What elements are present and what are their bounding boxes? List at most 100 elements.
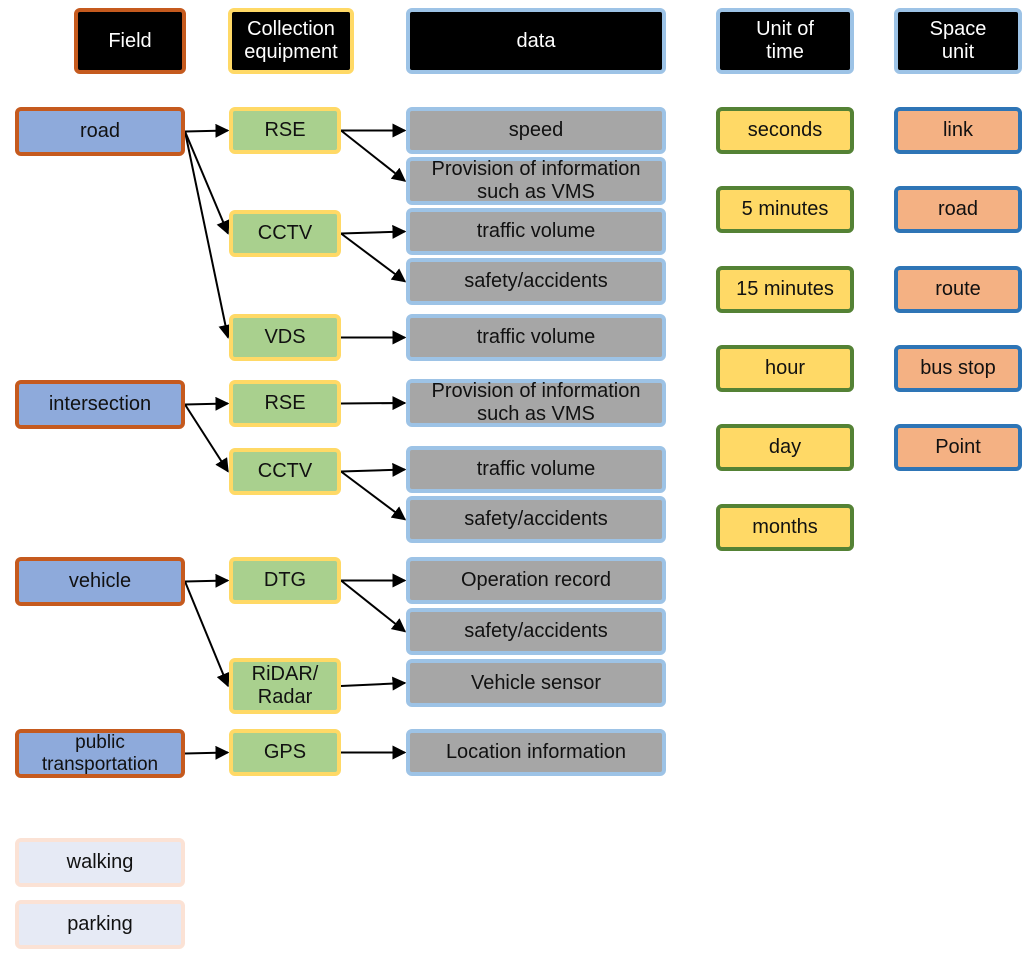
equipment-label: RSE [264,119,306,141]
field-label: public transportation [41,731,159,775]
field-label: intersection [48,393,152,415]
data-location-information: Location information [406,729,666,776]
data-traffic-volume: traffic volume [406,446,666,493]
space-unit-label: Point [935,436,981,458]
connector-arrow [184,131,233,339]
header-data-label: data [516,29,556,52]
equipment-label: CCTV [257,460,313,482]
field-parking: parking [15,900,185,949]
equipment-label: CCTV [257,222,313,244]
data-speed: speed [406,107,666,154]
header-time-label: Unit of time [756,18,814,63]
connector-arrow [340,676,407,691]
time-unit-months: months [716,504,854,551]
data-label: Location information [445,741,627,763]
header-field-label: Field [108,29,152,52]
field-public-transportation: public transportation [15,729,185,778]
equipment-label: VDS [264,326,306,348]
equipment-label: DTG [263,569,307,591]
time-unit-15-minutes: 15 minutes [716,266,854,313]
header-data: data [406,8,666,74]
connector-arrow [340,462,407,477]
equipment-cctv: CCTV [229,448,341,495]
time-unit-label: hour [764,357,806,379]
data-label: Vehicle sensor [470,671,602,694]
space-unit-route: route [894,266,1022,313]
data-label: Operation record [460,569,612,591]
header-space-label: Space unit [929,18,987,63]
space-unit-point: Point [894,424,1022,471]
data-provision-of-information: Provision of information such as VMS [406,157,666,205]
connector-arrow [184,745,230,760]
space-unit-label: route [935,278,981,300]
connector-arrow [340,129,407,182]
connector-arrow [184,581,230,688]
connector-arrow [184,131,230,235]
connector-arrow [340,579,407,633]
data-vehicle-sensor: Vehicle sensor [406,659,666,707]
data-operation-record: Operation record [406,557,666,604]
header-space-unit: Space unit [894,8,1022,74]
header-collection-equipment: Collection equipment [228,8,354,74]
data-label: Provision of information such as VMS [431,158,641,203]
connector-arrow [184,123,230,138]
connector-arrow [184,403,229,473]
equipment-ridar-radar: RiDAR/ Radar [229,658,341,714]
data-provision-of-information: Provision of information such as VMS [406,379,666,427]
data-label: safety/accidents [464,270,608,292]
time-unit-label: 5 minutes [741,198,829,220]
data-label: traffic volume [476,220,596,242]
equipment-rse: RSE [229,380,341,427]
time-unit-hour: hour [716,345,854,392]
connector-arrow [340,396,407,411]
field-label: road [79,120,121,142]
data-traffic-volume: traffic volume [406,208,666,255]
equipment-vds: VDS [229,314,341,361]
data-traffic-volume: traffic volume [406,314,666,361]
connector-arrow [340,232,407,283]
header-unit-of-time: Unit of time [716,8,854,74]
data-label: safety/accidents [464,508,608,530]
header-equipment-label: Collection equipment [244,18,338,63]
field-walking: walking [15,838,185,887]
equipment-gps: GPS [229,729,341,776]
time-unit-label: seconds [747,119,823,141]
field-road: road [15,107,185,156]
time-unit-day: day [716,424,854,471]
time-unit-5-minutes: 5 minutes [716,186,854,233]
space-unit-road: road [894,186,1022,233]
header-field: Field [74,8,186,74]
data-label: traffic volume [476,326,596,348]
time-unit-label: day [768,436,802,458]
time-unit-label: months [752,516,818,538]
connector-arrow [184,396,230,411]
data-label: traffic volume [476,458,596,480]
time-unit-label: 15 minutes [736,278,834,300]
data-label: speed [508,119,564,141]
space-unit-label: road [937,198,979,220]
space-unit-label: link [942,119,973,141]
space-unit-label: bus stop [920,357,996,379]
equipment-cctv: CCTV [229,210,341,257]
time-unit-seconds: seconds [716,107,854,154]
equipment-label: RSE [264,392,306,414]
data-label: safety/accidents [464,620,608,642]
field-label: vehicle [68,570,132,592]
connector-arrow [340,470,407,521]
equipment-rse: RSE [229,107,341,154]
data-label: Provision of information such as VMS [431,380,641,425]
space-unit-link: link [894,107,1022,154]
data-safety-accidents: safety/accidents [406,258,666,305]
connector-arrow [340,224,407,239]
data-safety-accidents: safety/accidents [406,496,666,543]
field-vehicle: vehicle [15,557,185,606]
equipment-label: GPS [263,741,307,763]
data-safety-accidents: safety/accidents [406,608,666,655]
space-unit-bus-stop: bus stop [894,345,1022,392]
field-intersection: intersection [15,380,185,429]
field-label: walking [66,851,134,873]
field-label: parking [67,913,133,935]
equipment-dtg: DTG [229,557,341,604]
equipment-label: RiDAR/ Radar [251,663,319,708]
